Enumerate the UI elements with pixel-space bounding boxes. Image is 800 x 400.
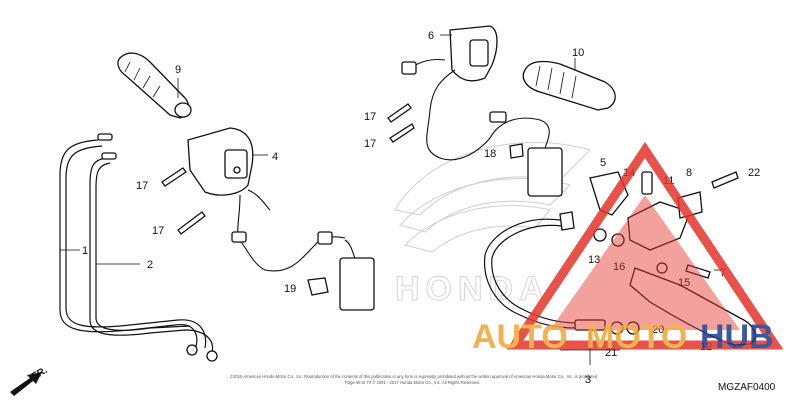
watermark-moto: MOTO [586,318,687,356]
cable-end-fitting [101,152,117,160]
callout-1: 1 [82,245,88,257]
switch-connector [339,257,375,311]
watermark-triangle [506,141,784,350]
callout-19: 19 [284,283,296,295]
callout-20: 20 [652,324,664,336]
callout-8: 8 [686,167,692,179]
switch-connector [527,147,563,197]
left-grip [117,52,192,119]
throttle-cables [59,133,218,362]
direction-label: FR. [30,365,50,383]
callout-6: 6 [428,30,434,42]
diagram-code: MGZAF0400 [718,382,776,393]
callout-16: 16 [613,261,625,273]
callout-4: 4 [272,151,278,163]
front-direction-arrow: FR. [10,365,50,396]
bolts-left [161,167,206,235]
copyright-line-1: ©2015 American Honda Motor Co., Inc. Rep… [230,374,598,379]
watermark-auto: AUTO [472,318,568,356]
callout-13: 13 [588,254,600,266]
switch-housing-right [401,25,563,197]
cable-end-fitting [97,133,113,141]
honda-logo-text: HONDA [395,270,550,308]
watermark-hub: HUB [700,318,774,356]
copyright-line-2: Page 68 to 70 © 2001 - 2017 Honda Motor … [345,380,480,385]
callout-21: 21 [605,347,617,359]
honda-wing-logo: HONDA [394,142,591,309]
automotohub-watermark: AUTO MOTO HUB [472,141,784,356]
washer-20 [626,321,640,335]
callout-17b: 17 [152,225,164,237]
washer-21 [610,321,624,335]
clutch-lever-assembly [589,171,756,346]
cable-adjuster [186,344,198,356]
callout-15: 15 [678,277,690,289]
right-grip [522,58,616,111]
callout-17c: 17 [364,111,376,123]
callout-3: 3 [585,374,591,386]
callout-2: 2 [147,259,153,271]
cable-adjuster [206,350,218,362]
callout-5: 5 [600,157,606,169]
callout-18: 18 [484,148,496,160]
callout-9: 9 [175,64,181,76]
callout-17a: 17 [136,180,148,192]
callout-17d: 17 [364,138,376,150]
clip-19 [307,277,329,296]
callout-10: 10 [572,47,584,59]
clutch-cable [483,211,640,365]
callout-22: 22 [748,167,760,179]
switch-housing-left [187,127,375,311]
bolts-right [387,103,415,143]
